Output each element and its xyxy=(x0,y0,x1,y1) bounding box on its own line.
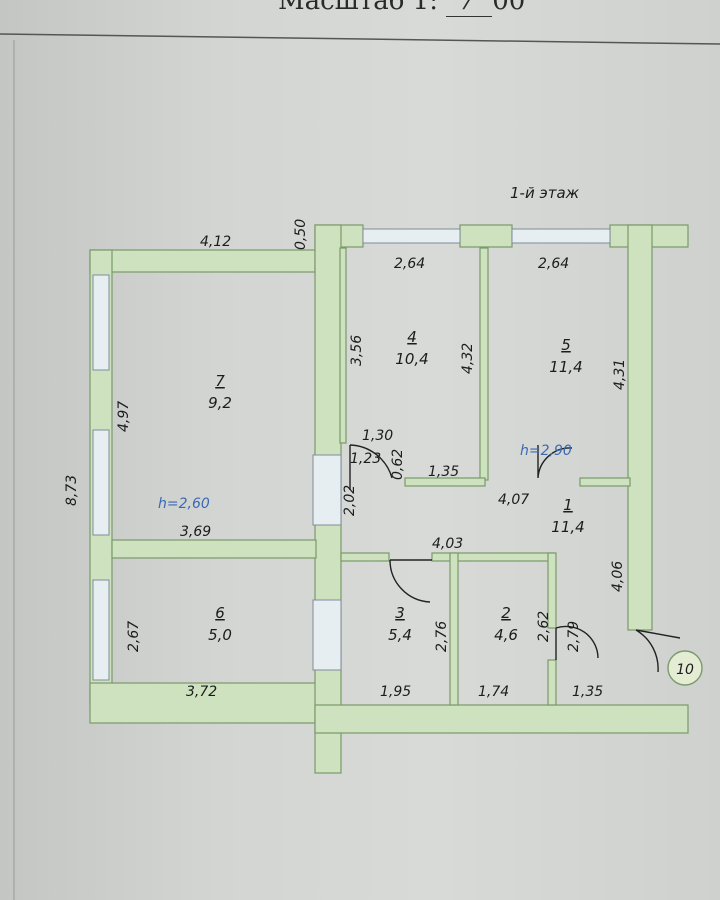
dim-label: 1,35 xyxy=(572,684,603,700)
wall-4-left xyxy=(339,247,347,444)
room-6-area: 5,0 xyxy=(208,626,232,644)
window-room-7-lower xyxy=(92,429,110,536)
wall-right xyxy=(627,224,653,631)
wall-4-5 xyxy=(479,247,489,481)
dim-label: 2,79 xyxy=(566,621,582,652)
window-room-4 xyxy=(362,228,461,244)
wall-5-bottom xyxy=(579,477,631,487)
room-3-area: 5,4 xyxy=(388,626,412,644)
dim-label: 0,50 xyxy=(293,219,309,250)
opening-corridor-upper xyxy=(312,454,342,526)
dim-label: 2,67 xyxy=(126,621,142,652)
wall-3-top-a xyxy=(340,552,390,562)
room-7-number: 7 xyxy=(215,372,225,390)
dimension-labels: 4,12 0,50 2,64 2,64 4,97 8,73 3,56 4,32 … xyxy=(64,219,628,700)
entrance-marker-circle xyxy=(667,650,703,686)
dim-label: 2,64 xyxy=(538,256,569,272)
doors xyxy=(349,444,681,673)
dim-label: 4,07 xyxy=(498,492,529,508)
wall-2-right-top xyxy=(547,552,557,629)
room-7-area: 9,2 xyxy=(208,394,232,412)
wall-4-bottom xyxy=(404,477,486,487)
room-5-number: 5 xyxy=(561,336,571,354)
door-room-4-arc xyxy=(349,444,393,490)
room-5-area: 11,4 xyxy=(549,358,582,376)
room-3-number: 3 xyxy=(395,604,405,622)
opening-corridor-lower xyxy=(312,599,342,671)
dim-label: 4,32 xyxy=(460,343,476,374)
dim-label: 4,06 xyxy=(610,561,626,592)
wall-top-left xyxy=(89,249,316,273)
wall-7-6 xyxy=(111,539,317,559)
dim-label: 4,12 xyxy=(200,234,231,250)
wall-2-right-bottom xyxy=(547,659,557,706)
dim-label: 4,97 xyxy=(116,401,132,432)
sheet-border-top xyxy=(0,33,720,45)
room-1-number: 1 xyxy=(563,496,573,514)
dim-label: 3,56 xyxy=(349,335,365,366)
room-2-area: 4,6 xyxy=(494,626,518,644)
scale-blank: ⁄ xyxy=(446,0,493,17)
dim-label: 3,72 xyxy=(186,684,217,700)
wall-bottom-left xyxy=(89,682,339,724)
dim-label: 2,02 xyxy=(342,485,358,516)
dim-label: 2,62 xyxy=(536,611,552,642)
dim-label: 0,62 xyxy=(390,449,406,480)
dim-label: 2,64 xyxy=(394,256,425,272)
dim-label: 1,23 xyxy=(350,451,381,467)
floor-label: 1-й этаж xyxy=(510,184,580,202)
dim-label: 1,35 xyxy=(428,464,459,480)
room-6-number: 6 xyxy=(215,604,225,622)
dim-label: 8,73 xyxy=(64,475,80,506)
height-label-right: h=2,90 xyxy=(520,443,572,459)
height-label-left: h=2,60 xyxy=(158,496,210,512)
window-room-7-upper xyxy=(92,274,110,371)
window-room-6 xyxy=(92,579,110,681)
window-room-5 xyxy=(511,228,611,244)
dim-label: 1,95 xyxy=(380,684,411,700)
door-room-5-arc xyxy=(537,445,573,479)
wall-top-pier xyxy=(459,224,513,248)
dim-label: 4,03 xyxy=(432,536,463,552)
dim-label: 3,69 xyxy=(180,524,211,540)
scale-prefix: Масштаб 1: xyxy=(278,0,438,16)
room-4-number: 4 xyxy=(407,328,417,346)
wall-3-2 xyxy=(449,552,459,706)
scale-header: Масштаб 1: ⁄00 xyxy=(278,0,525,17)
room-1-area: 11,4 xyxy=(551,518,584,536)
dim-label: 1,30 xyxy=(362,428,393,444)
door-entrance-arc xyxy=(635,629,681,673)
room-labels: 7 9,2 4 10,4 5 11,4 1 11,4 6 5,0 3 5,4 2… xyxy=(208,328,585,644)
door-room-3-arc xyxy=(389,559,432,603)
windows xyxy=(92,228,611,681)
room-4-area: 10,4 xyxy=(395,350,428,368)
entrance-marker-label: 10 xyxy=(676,662,694,678)
dim-label: 4,31 xyxy=(612,359,628,390)
wall-bottom-right xyxy=(314,704,689,734)
dim-label: 1,74 xyxy=(478,684,509,700)
room-2-number: 2 xyxy=(501,604,511,622)
door-room-2-arc xyxy=(555,625,599,660)
scale-suffix: 00 xyxy=(492,0,526,16)
dim-label: 2,76 xyxy=(434,621,450,652)
